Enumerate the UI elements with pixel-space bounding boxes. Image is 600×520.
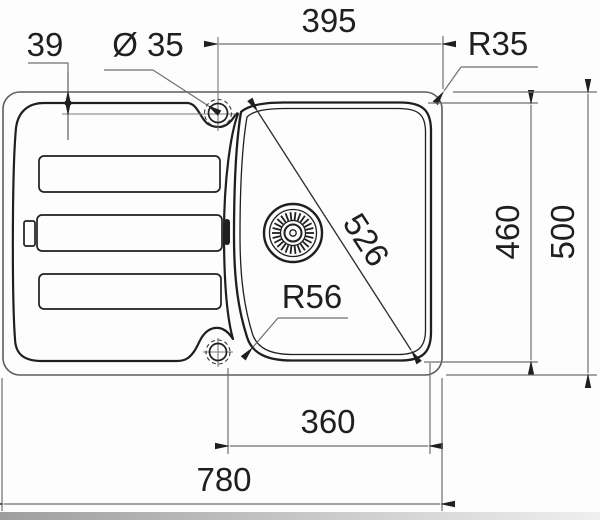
drainboard-ridge	[38, 273, 222, 310]
strainer-tooth	[284, 244, 290, 253]
faucet-hole-bottom	[203, 338, 233, 367]
strainer-tooth	[280, 243, 287, 251]
dim-dia35-label: Ø 35	[112, 26, 184, 63]
faucet-hole-circle	[208, 342, 228, 362]
dim-395-label: 395	[301, 2, 356, 39]
dim-bowl-corner-radius: R56	[240, 278, 348, 361]
strainer-tooth	[289, 212, 293, 221]
drainboard-inner-outline	[11, 101, 240, 363]
dim-overall-width: 780	[0, 378, 455, 511]
leader-arrow	[240, 317, 279, 361]
strainer-teeth	[272, 212, 314, 254]
divider-notch	[224, 219, 230, 245]
dim-39-label: 39	[27, 26, 64, 63]
strainer-tooth	[304, 222, 313, 228]
strainer-tooth	[276, 218, 284, 226]
drain-strainer	[262, 202, 324, 264]
strainer-tooth	[272, 235, 281, 239]
dim-hole-diameter: Ø 35	[104, 26, 222, 116]
strainer-tooth	[293, 245, 297, 254]
strainer-tooth	[272, 227, 281, 231]
strainer-tooth	[293, 212, 297, 221]
dim-780-label: 780	[196, 461, 251, 498]
strainer-tooth	[276, 240, 284, 248]
dim-faucet-to-edge: 395	[204, 2, 456, 89]
sink-outer-edge	[2, 91, 443, 376]
dim-outer-depth: 500	[446, 79, 597, 388]
dimension-line	[247, 97, 422, 365]
dim-500-label: 500	[544, 204, 581, 259]
dim-faucet-offset: 39	[27, 26, 72, 140]
dim-bowl-width: 360	[215, 363, 443, 454]
strainer-tooth	[296, 244, 302, 253]
strainer-tooth	[302, 218, 310, 226]
faucet-hole-dashed-circle	[203, 98, 233, 128]
strainer-tooth	[299, 243, 306, 251]
dim-360-label: 360	[300, 403, 355, 440]
dim-526-label: 526	[336, 207, 397, 273]
strainer-tooth	[305, 227, 314, 231]
bottom-edge-bar	[0, 512, 600, 520]
leader-arrow	[432, 66, 462, 106]
strainer-center-hole	[289, 229, 297, 237]
strainer-tooth	[302, 240, 310, 248]
drainboard-ridges	[23, 155, 230, 310]
drainboard-ridge	[38, 155, 221, 193]
dim-r35-label: R35	[468, 25, 529, 62]
strainer-tooth	[273, 238, 282, 244]
dim-corner-radius: R35	[432, 25, 538, 106]
strainer-tooth	[280, 215, 287, 223]
strainer-tooth	[284, 213, 290, 222]
leader-line	[28, 62, 69, 140]
strainer-tooth	[305, 235, 314, 239]
dim-inner-depth: 460	[424, 90, 538, 375]
leader-arrow	[152, 69, 222, 116]
strainer-hub	[283, 223, 303, 243]
dim-r56-label: R56	[282, 278, 343, 315]
drainboard-ridge	[36, 214, 223, 252]
strainer-tooth	[304, 238, 313, 244]
sink-outline	[2, 91, 443, 376]
strainer-tooth	[296, 213, 302, 222]
strainer-tooth	[289, 245, 293, 254]
faucet-hole-dashed-circle	[205, 339, 231, 365]
overflow-notch	[23, 220, 36, 247]
strainer-tooth	[299, 215, 306, 223]
dim-460-label: 460	[489, 204, 526, 259]
strainer-tooth	[273, 222, 282, 228]
